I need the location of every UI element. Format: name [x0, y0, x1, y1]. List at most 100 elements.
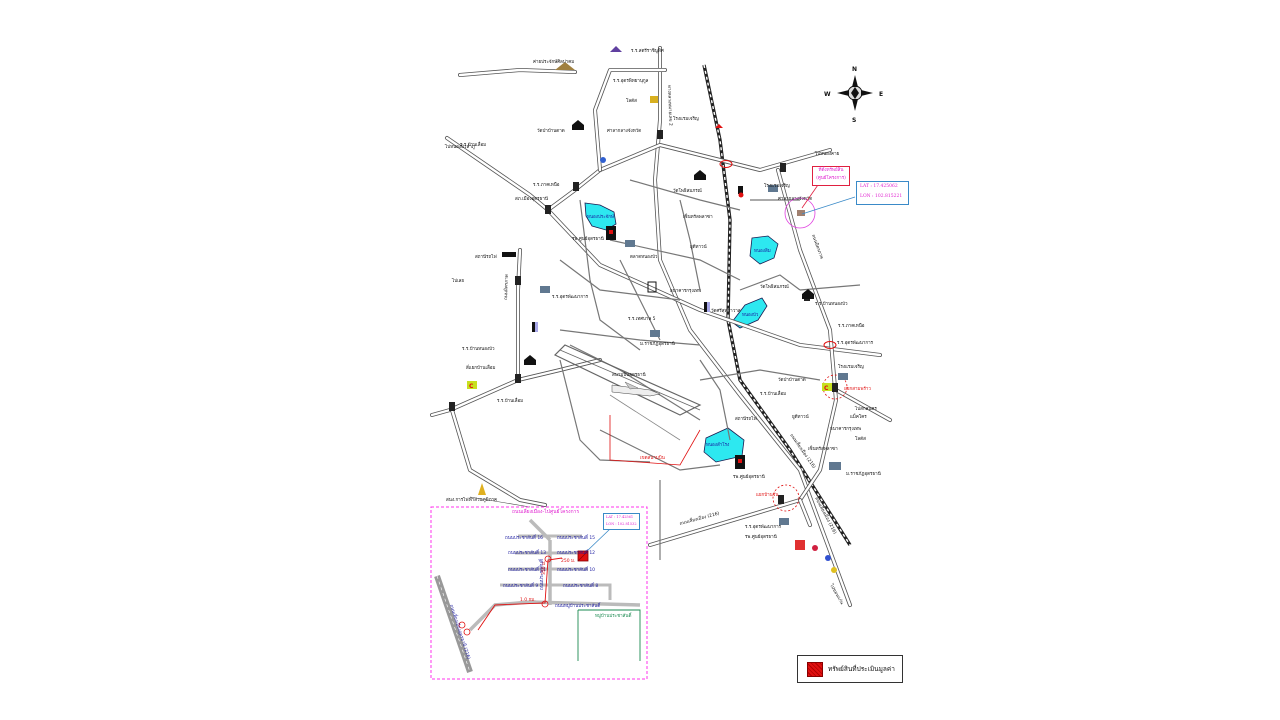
temple-icon [572, 120, 584, 130]
school-label: ร.ร.ภาคเหนือ [838, 322, 865, 329]
hotel-label: โรงแรมเจริญ [764, 182, 790, 189]
big-c-icon [467, 381, 477, 389]
toyota-icon [719, 160, 733, 168]
temple-icon [694, 170, 706, 180]
hospital-label: รพ.ศูนย์อุดรธานี [572, 235, 604, 242]
subject-callout-line1: ที่ตั้งทรัพย์สิน [818, 168, 844, 173]
intersection-label: สี่แยกบ้านเลื่อม [466, 364, 496, 371]
building-icon [779, 518, 789, 525]
camp-label: ค่ายประจักษ์ศิลปาคม [533, 58, 574, 65]
pea-icon [478, 483, 486, 495]
gas-station-icon [825, 555, 831, 561]
road-direction-label: ไปเลย [451, 278, 464, 284]
school-label: ร.ร.ภาคเหนือ [533, 181, 560, 188]
lake-nong-sim [749, 235, 779, 265]
school-label: ร.ร.อุดรพัฒนาการ [552, 294, 589, 300]
market-label: ตลาดหนองบัว [630, 254, 658, 260]
inset-roundabout [458, 621, 466, 629]
traffic-light-icon [832, 383, 838, 392]
inset-soi-label: ถนนประชาสันติ์ 12 [557, 548, 595, 556]
road-label: ถนนมิตรภาพ [503, 274, 510, 300]
tank-icon [555, 62, 575, 70]
map-labels: หนองประจักษ์ หนองสิม หนองบัว หนองสำโรง ร… [444, 48, 881, 606]
west-arrow-icon [837, 90, 849, 96]
road-direction-label: ไปหนองคาย [814, 151, 840, 157]
callout-leader-line [585, 528, 611, 553]
university-label: ม.ราชภัฏอุดรธานี [846, 471, 881, 477]
inset-village-outline [578, 609, 641, 661]
building-icon [650, 330, 660, 337]
inset-route [477, 557, 563, 631]
road-direction-label: ไปหนองบัวลำภู [444, 143, 475, 150]
school-label: ร.ร.บ้านหนองบัว [815, 301, 848, 307]
intersection-label: แยกสามพร้าว [844, 386, 871, 392]
hotel-label: โรงแรมเจริญ [673, 115, 699, 122]
school-label: ร.ร.อุดรพิทยานุกูล [613, 78, 649, 84]
traffic-light-icon [780, 163, 786, 172]
gas-station-icon [600, 157, 606, 163]
building-icon [768, 185, 778, 192]
building-icon [838, 373, 848, 380]
map-legend: ทรัพย์สินที่ประเมินมูลค่า [797, 655, 903, 683]
school-label: ร.ร.สตรีราชินูทิศ [631, 48, 664, 54]
inset-soi-label: ถนนประชาสันติ์ 11 [508, 565, 546, 573]
mall-label: ยูดีทาวน์ [792, 413, 809, 420]
inset-soi-label: ถนนประชาสันติ์ 15 [557, 533, 595, 541]
lake-label: หนองประจักษ์ [587, 213, 614, 220]
temple-label: วัดศรีสุทธาวาส [711, 308, 741, 314]
airplane-icon [611, 381, 661, 397]
temple-label: วัดป่าบ้านตาด [537, 128, 565, 134]
intersection-label: แยกบ้านจั่น [756, 491, 778, 498]
subject-area-circle [784, 197, 816, 229]
airport: สนามบินอุดรธานี เขตสนามบิน [553, 344, 702, 466]
bank-label: ธนาคารกรุงเทพ [830, 426, 861, 432]
temple-label: วัดป่าบ้านตาด [778, 377, 806, 383]
police-label: สภ.เมืองอุดรธานี [515, 195, 548, 202]
makro-icon [795, 540, 805, 550]
school-label: ร.ร.บ้านหนองบัว [462, 346, 495, 352]
north-arrow-icon [852, 75, 858, 87]
hospital-label: รพ.ศูนย์อุดรธานี [745, 533, 777, 540]
shell-icon [831, 567, 837, 573]
minor-streets [559, 179, 861, 560]
inset-latitude-text: LAT : 17.42561 [606, 515, 634, 519]
inset-village-label: หมู่บ้านประชาสันติ์ [595, 611, 633, 619]
inset-roundabout [544, 555, 552, 563]
compass-west-label: W [824, 91, 831, 98]
inset-soi-label: ถนนประชาสันติ์ 9 [503, 581, 538, 589]
traffic-light-icon [778, 495, 784, 504]
airport-label: สนามบินอุดรธานี [612, 372, 646, 378]
school-label: ร.ร.บ้านเลื่อม [497, 397, 523, 404]
mall-label: เซ็นทรัลพลาซา [683, 212, 713, 220]
inset-road-label: ถนนประชาสันติ์ [537, 558, 545, 590]
inset-roundabout [463, 628, 471, 636]
traffic-light-icon [449, 402, 455, 411]
bank-icon [532, 322, 537, 332]
temple-label: วัดโพธิสมภรณ์ [760, 283, 789, 290]
compass-south-label: S [852, 117, 856, 124]
legend-label: ทรัพย์สินที่ประเมินมูลค่า [828, 665, 895, 673]
school-label: ร.ร.บ้านเลื่อม [460, 141, 486, 148]
traffic-light-icon [545, 205, 551, 214]
building-icon [738, 186, 743, 194]
temple-icon [802, 289, 814, 299]
traffic-light-icon [657, 130, 663, 139]
store-label: โลตัส [855, 435, 866, 442]
gas-station-icon [812, 545, 818, 551]
school-label: ร.ร.เทศบาล 5 [628, 316, 656, 322]
subject-callout-line2: (ศูนย์โครงการ) [816, 176, 846, 181]
south-arrow-icon [852, 99, 858, 111]
inset-soi-label: ถนนประชาสันติ์ 16 [505, 533, 543, 541]
hospital-label: รพ.ศูนย์อุดรธานี [733, 473, 765, 480]
building-icon [540, 286, 550, 293]
lake-label: หนองสำโรง [706, 441, 729, 448]
lake-label: หนองสิม [754, 248, 771, 254]
inset-road-label: ถนนหมู่บ้านประชาสันติ์ [555, 601, 602, 609]
subject-callout: ที่ตั้งทรัพย์สิน (ศูนย์โครงการ) [812, 166, 850, 186]
inset-title: ถนนเลี่ยงเมือง-ไปศูนย์โครงการ [512, 508, 579, 515]
inset-longitude-text: LON : 102.81532 [606, 522, 637, 526]
inset-roundabout [541, 600, 549, 608]
inset-border [430, 506, 648, 680]
poi-icons: C C [467, 46, 848, 573]
